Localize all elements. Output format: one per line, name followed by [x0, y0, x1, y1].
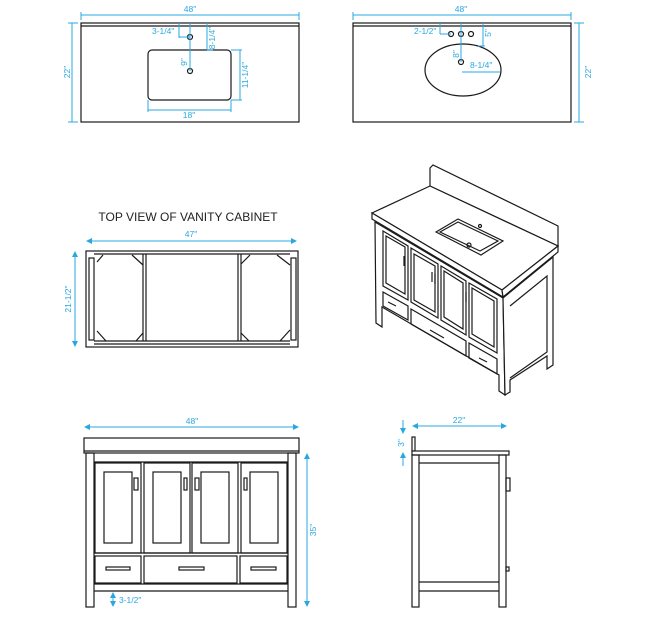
side-elevation-view: 22" 3" [396, 415, 511, 608]
toe-clearance-label: 3-1/2" [119, 595, 141, 605]
sink-basin [434, 218, 505, 256]
faucet-spacing-label: 2-1/2" [414, 26, 436, 36]
faucet-offset-label: 3-1/4" [152, 26, 174, 36]
sink-width-label: 18" [183, 110, 195, 120]
oval-sink [424, 43, 502, 97]
drawer-handle [505, 566, 510, 572]
width-label: 48" [455, 4, 467, 14]
depth-label: 22" [62, 66, 72, 78]
back-to-sink-label: 8-1/4" [207, 27, 217, 49]
width-label: 48" [184, 4, 196, 14]
width-label: 48" [186, 416, 198, 426]
front-elevation-view: 48" 35" 3-1/2" [83, 416, 318, 608]
depth-label: 22" [583, 66, 593, 78]
height-label: 35" [308, 524, 318, 536]
sink-depth-label: 11-1/4" [240, 62, 250, 89]
countertop-oval-sink-view: 48" 22" 2-1/2" 5" 8" 8-1/4" [352, 4, 593, 123]
faucet-hole [467, 30, 475, 38]
back-to-faucet-label: 5" [483, 29, 493, 37]
cabinet-top-view: TOP VIEW OF VANITY CABINET 47" 21-1/2" [63, 210, 299, 348]
depth-label: 22" [453, 415, 465, 425]
cabinet-doors [94, 462, 288, 554]
cabinet-3d-view [370, 164, 560, 397]
drawers [94, 555, 288, 584]
backsplash-height-label: 3" [396, 439, 406, 447]
sink-half-width-label: 8-1/4" [470, 60, 492, 70]
section-title: TOP VIEW OF VANITY CABINET [98, 210, 278, 224]
depth-label: 21-1/2" [63, 285, 73, 312]
door-handle [505, 477, 511, 492]
faucet-to-drain-label: 8" [451, 50, 461, 58]
width-label: 47" [185, 229, 197, 239]
countertop-rectangular-sink-view: 48" 22" 3-1/4" 9" 8-1/4" 11-1/4" 18" [62, 4, 300, 123]
drain-distance-label: 9" [179, 58, 189, 66]
